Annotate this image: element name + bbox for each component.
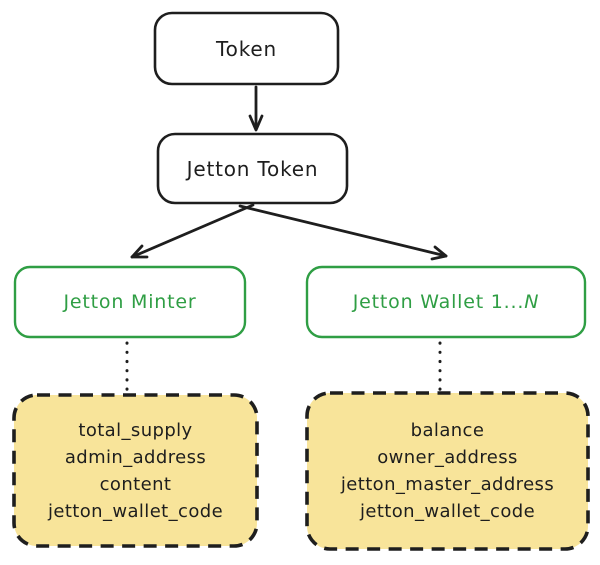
arrow-jetton-token-to-wallet (238, 204, 448, 261)
token-node-box (153, 11, 340, 86)
minter-storage-box (12, 393, 259, 548)
jetton-wallet-label-prefix: Jetton Wallet 1... (352, 291, 525, 313)
jetton-wallet-node-label: Jetton Wallet 1...N (307, 267, 585, 337)
arrow-token-to-jetton-token (248, 85, 264, 132)
wallet-storage-field: jetton_wallet_code (359, 501, 536, 522)
arrow-jetton-token-to-minter (130, 203, 255, 259)
wallet-storage-field: jetton_master_address (340, 474, 555, 495)
wallet-storage-field: balance (410, 420, 485, 441)
minter-storage-fields: total_supply admin_address content jetto… (14, 395, 257, 546)
wallet-storage-fields: balance owner_address jetton_master_addr… (307, 393, 588, 549)
wallet-storage-box (305, 391, 590, 551)
wallet-storage-field: owner_address (377, 447, 518, 468)
jetton-minter-node-label: Jetton Minter (63, 291, 197, 313)
jetton-wallet-label-n: N (524, 291, 540, 313)
minter-storage-field: total_supply (78, 419, 193, 441)
jetton-token-node-label: Jetton Token (186, 156, 319, 181)
jetton-token-node-box (156, 132, 349, 205)
token-node-label: Token (216, 36, 277, 61)
minter-storage-field: admin_address (64, 446, 207, 468)
minter-storage-field: jetton_wallet_code (47, 500, 224, 522)
jetton-minter-node-box (13, 265, 247, 339)
jetton-wallet-node-box (305, 265, 587, 339)
minter-storage-field: content (99, 473, 172, 495)
